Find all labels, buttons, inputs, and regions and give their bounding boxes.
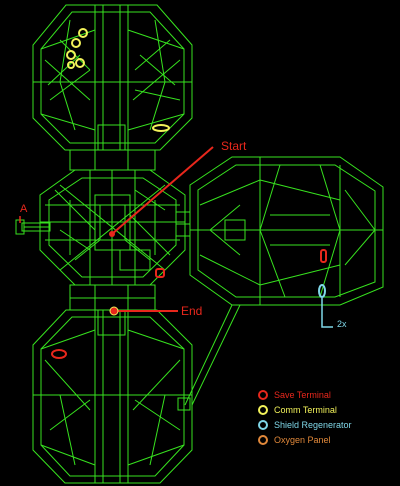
lower-neck [69,284,156,311]
central-hub [15,169,191,286]
oxygen-panel-icon [258,434,268,445]
comm-terminal-icon [258,404,268,415]
legend-item-shield-regenerator: Shield Regenerator [258,417,352,432]
legend-item-comm-terminal: Comm Terminal [258,402,352,417]
lower-strut [184,304,233,406]
legend-label: Comm Terminal [274,404,337,415]
shield-regenerator-icon [258,419,268,430]
save-terminal-marker [320,249,327,263]
end-label: End [181,304,203,318]
comm-terminal-marker [75,58,85,68]
start-label: Start [221,139,247,153]
multiplier-label: 2x [337,319,347,329]
legend-item-oxygen-panel: Oxygen Panel [258,432,352,447]
comm-terminal-marker [152,124,170,132]
save-terminal-marker [155,268,165,278]
point-a-label: A [20,203,28,215]
right-wing-module [189,156,384,306]
map-legend: Save Terminal Comm Terminal Shield Regen… [258,387,352,447]
legend-label: Oxygen Panel [274,434,331,445]
start-marker [109,231,115,237]
legend-label: Shield Regenerator [274,419,352,430]
comm-terminal-marker [66,50,76,60]
legend-label: Save Terminal [274,389,331,400]
top-pod [32,4,193,151]
bottom-pod [32,309,193,484]
shield-regenerator-marker [318,284,326,298]
multiplier-pointer-line [321,298,333,328]
start-pointer-line [111,146,214,235]
comm-terminal-marker [71,38,81,48]
upper-neck [69,149,156,171]
save-terminal-marker [51,349,67,359]
legend-item-save-terminal: Save Terminal [258,387,352,402]
comm-terminal-marker [67,61,75,69]
comm-terminal-marker [78,28,88,38]
save-terminal-icon [258,389,268,400]
end-marker [109,306,119,316]
